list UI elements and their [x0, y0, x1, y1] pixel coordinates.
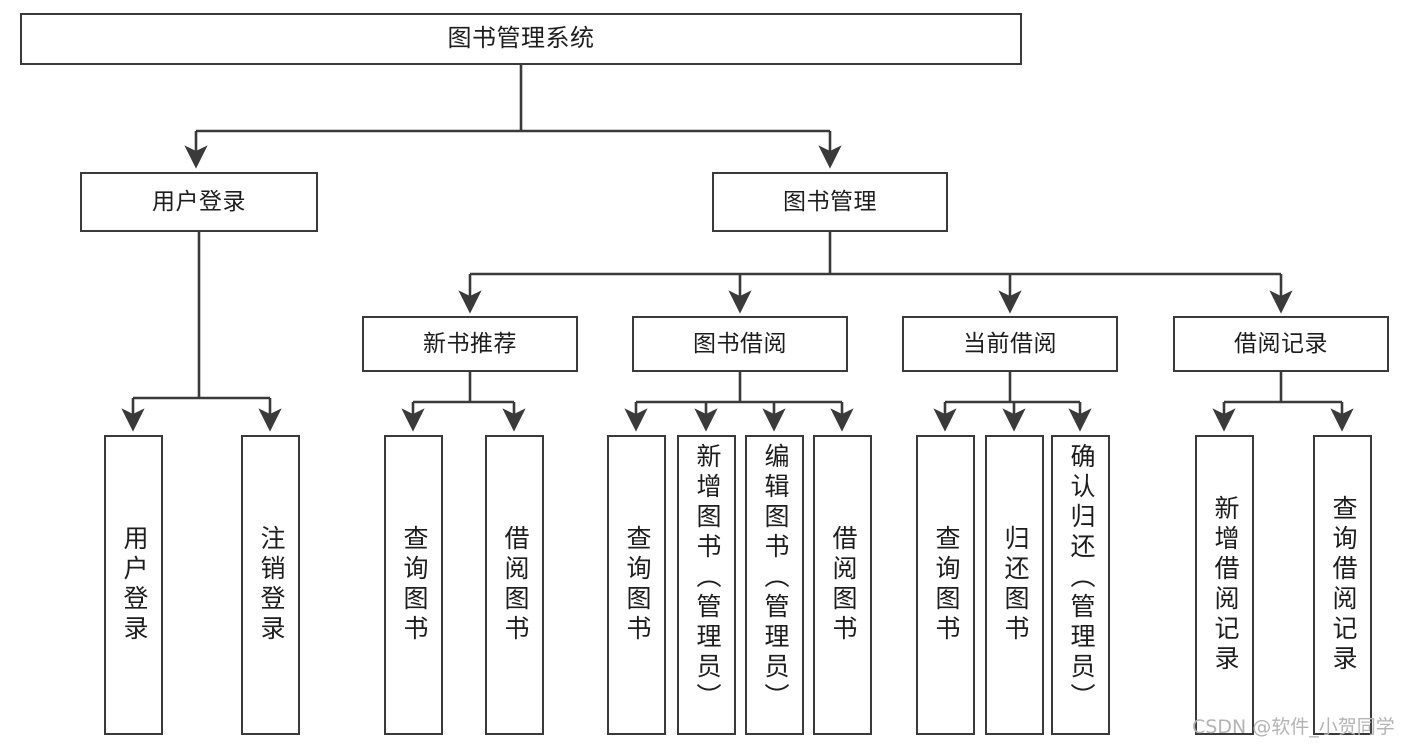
node-label: 查询借阅记录	[1329, 495, 1357, 675]
node-label: 当前借阅	[963, 330, 1057, 357]
node-label: 用户登录	[152, 188, 246, 215]
node-label: 查询图书	[623, 525, 651, 645]
node-label: 新增借阅记录	[1211, 495, 1239, 675]
leaf-borrow-book-recommend[interactable]: 借阅图书	[485, 435, 544, 735]
node-label: 编辑图书（管理员）	[761, 443, 789, 713]
node-new-book-recommend[interactable]: 新书推荐	[362, 316, 578, 372]
node-label: 归还图书	[1001, 525, 1029, 645]
node-borrow-record[interactable]: 借阅记录	[1173, 316, 1389, 372]
node-label: 借阅图书	[501, 525, 529, 645]
node-label: 图书借阅	[693, 330, 787, 357]
node-current-borrow[interactable]: 当前借阅	[902, 316, 1118, 372]
node-user-login[interactable]: 用户登录	[80, 172, 318, 232]
node-label: 图书管理系统	[447, 24, 595, 52]
leaf-user-login[interactable]: 用户登录	[104, 435, 163, 735]
leaf-edit-book-admin[interactable]: 编辑图书（管理员）	[745, 435, 804, 735]
node-root-system[interactable]: 图书管理系统	[20, 13, 1022, 65]
leaf-borrow-book[interactable]: 借阅图书	[813, 435, 872, 735]
node-label: 注销登录	[257, 525, 285, 645]
node-label: 查询图书	[400, 525, 428, 645]
node-label: 用户登录	[120, 525, 148, 645]
node-label: 查询图书	[932, 525, 960, 645]
leaf-query-book-recommend[interactable]: 查询图书	[384, 435, 443, 735]
leaf-logout[interactable]: 注销登录	[241, 435, 300, 735]
leaf-add-borrow-record[interactable]: 新增借阅记录	[1195, 435, 1254, 735]
node-label: 图书管理	[783, 188, 877, 215]
node-book-borrow[interactable]: 图书借阅	[632, 316, 848, 372]
leaf-confirm-return-admin[interactable]: 确认归还（管理员）	[1051, 435, 1110, 735]
node-label: 借阅图书	[829, 525, 857, 645]
leaf-query-book-borrow[interactable]: 查询图书	[607, 435, 666, 735]
node-label: 确认归还（管理员）	[1067, 443, 1095, 713]
leaf-query-book-current[interactable]: 查询图书	[916, 435, 975, 735]
leaf-query-borrow-record[interactable]: 查询借阅记录	[1313, 435, 1372, 735]
leaf-add-book-admin[interactable]: 新增图书（管理员）	[677, 435, 736, 735]
node-label: 新增图书（管理员）	[693, 443, 721, 713]
node-label: 新书推荐	[423, 330, 517, 357]
leaf-return-book[interactable]: 归还图书	[985, 435, 1044, 735]
node-book-management[interactable]: 图书管理	[712, 172, 948, 232]
node-label: 借阅记录	[1234, 330, 1328, 357]
csdn-watermark: CSDN @软件_小贺同学	[1192, 716, 1395, 738]
